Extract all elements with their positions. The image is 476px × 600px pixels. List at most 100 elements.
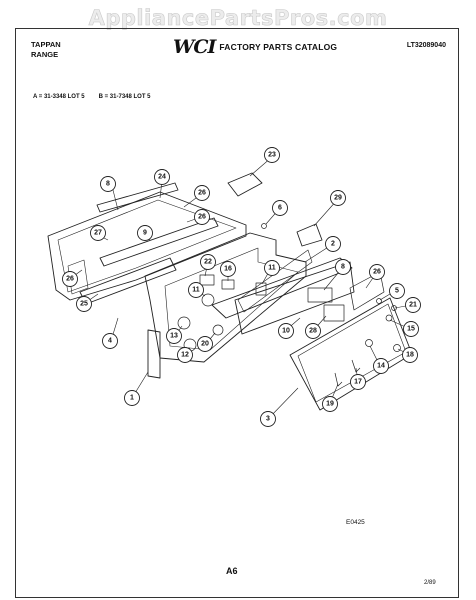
- svg-text:17: 17: [354, 379, 362, 386]
- svg-text:12: 12: [181, 352, 189, 359]
- svg-text:4: 4: [108, 338, 112, 345]
- svg-text:8: 8: [106, 181, 110, 188]
- svg-text:26: 26: [373, 269, 381, 276]
- svg-text:11: 11: [268, 265, 276, 272]
- screw-18: [393, 344, 401, 352]
- callout-26-top: 26: [194, 185, 210, 201]
- callout-10: 10: [278, 323, 294, 339]
- part-8: [307, 287, 333, 303]
- callout-18: 18: [402, 347, 418, 363]
- callout-25-top: 26: [194, 209, 210, 225]
- back-trim-inner: [57, 199, 237, 293]
- svg-text:29: 29: [334, 195, 342, 202]
- callout-17: 17: [350, 374, 366, 390]
- callout-21: 21: [405, 297, 421, 313]
- svg-text:28: 28: [309, 328, 317, 335]
- svg-text:13: 13: [170, 333, 178, 340]
- svg-text:11: 11: [192, 287, 200, 294]
- lower-trim: [79, 257, 177, 305]
- lot-a: A = 31-3348 LOT 5: [33, 94, 85, 100]
- lot-legend: A = 31-3348 LOT 5 B = 31-7348 LOT 5: [33, 94, 151, 100]
- svg-text:6: 6: [278, 205, 282, 212]
- svg-text:19: 19: [326, 401, 334, 408]
- svg-text:8: 8: [341, 264, 345, 271]
- callout-28: 28: [305, 323, 321, 339]
- control-panel-body: [144, 232, 307, 363]
- wci-logo: WCI: [173, 36, 216, 58]
- svg-text:14: 14: [377, 363, 385, 370]
- svg-text:3: 3: [266, 416, 270, 423]
- callout-15: 15: [403, 321, 419, 337]
- panel-leg: [147, 329, 161, 379]
- back-trim-panel: [47, 191, 247, 301]
- svg-text:1: 1: [130, 395, 134, 402]
- svg-text:5: 5: [395, 288, 399, 295]
- callout-9: 9: [137, 225, 153, 241]
- callout-24: 24: [154, 169, 170, 185]
- product-name: RANGE: [31, 50, 59, 59]
- header-center: WCI FACTORY PARTS CATALOG: [173, 36, 337, 58]
- callout-27: 27: [90, 225, 106, 241]
- page-number: A6: [226, 566, 238, 576]
- callout-22: 22: [200, 254, 216, 270]
- svg-text:26: 26: [198, 214, 206, 221]
- part-11b: [255, 282, 267, 296]
- switch-13: [177, 316, 191, 330]
- part-28: [323, 304, 345, 322]
- callout-2: 2: [325, 236, 341, 252]
- print-date: 2/89: [424, 580, 436, 586]
- bracket-23: [227, 172, 263, 197]
- callout-11-right: 11: [264, 260, 280, 276]
- watermark: AppliancePartsPros.com: [88, 6, 388, 31]
- switch-22: [199, 274, 215, 286]
- panel-face-plate: [211, 257, 353, 319]
- screw-15: [385, 314, 393, 322]
- support-strap: [237, 249, 313, 313]
- svg-text:22: 22: [204, 259, 212, 266]
- knob-20: [212, 324, 224, 336]
- svg-text:9: 9: [143, 230, 147, 237]
- callout-13: 13: [166, 328, 182, 344]
- svg-text:25: 25: [80, 301, 88, 308]
- callout-19: 19: [322, 396, 338, 412]
- catalog-title: FACTORY PARTS CATALOG: [219, 42, 338, 52]
- page-frame: [15, 28, 459, 598]
- svg-text:20: 20: [201, 341, 209, 348]
- callout-4: 4: [102, 333, 118, 349]
- callout-7: 8: [100, 176, 116, 192]
- graphics-panel: [289, 297, 413, 411]
- clip-17: [351, 359, 361, 373]
- callouts: 8 24 26 26 27 9 26 25 4 1 23 29 6 2 8 26…: [62, 147, 421, 427]
- callout-12: 12: [177, 347, 193, 363]
- svg-text:16: 16: [224, 266, 232, 273]
- switch-11: [201, 293, 215, 307]
- switch-16: [221, 279, 235, 290]
- lot-b: B = 31-7348 LOT 5: [98, 94, 151, 100]
- callout-1: 1: [124, 390, 140, 406]
- graphics-panel-inner: [297, 303, 407, 403]
- svg-text:15: 15: [407, 326, 415, 333]
- callout-5: 5: [389, 283, 405, 299]
- trim-rail: [99, 217, 219, 267]
- screw-5: [376, 298, 382, 304]
- callout-20: 20: [197, 336, 213, 352]
- svg-text:27: 27: [94, 230, 102, 237]
- svg-text:24: 24: [158, 174, 166, 181]
- callout-29: 29: [330, 190, 346, 206]
- svg-text:2: 2: [331, 241, 335, 248]
- bracket-29: [296, 223, 323, 247]
- brand-name: TAPPAN: [31, 40, 61, 49]
- callout-26-right: 26: [369, 264, 385, 280]
- svg-text:23: 23: [268, 152, 276, 159]
- trim-strip: [96, 182, 179, 213]
- svg-text:10: 10: [282, 328, 290, 335]
- screw-6: [261, 223, 267, 229]
- callout-14: 14: [373, 358, 389, 374]
- clip-19: [334, 372, 343, 387]
- svg-text:26: 26: [198, 190, 206, 197]
- screw-14: [365, 339, 373, 347]
- callout-26-left: 26: [62, 271, 78, 287]
- catalog-number: LT32089040: [406, 42, 446, 49]
- callout-25: 25: [76, 296, 92, 312]
